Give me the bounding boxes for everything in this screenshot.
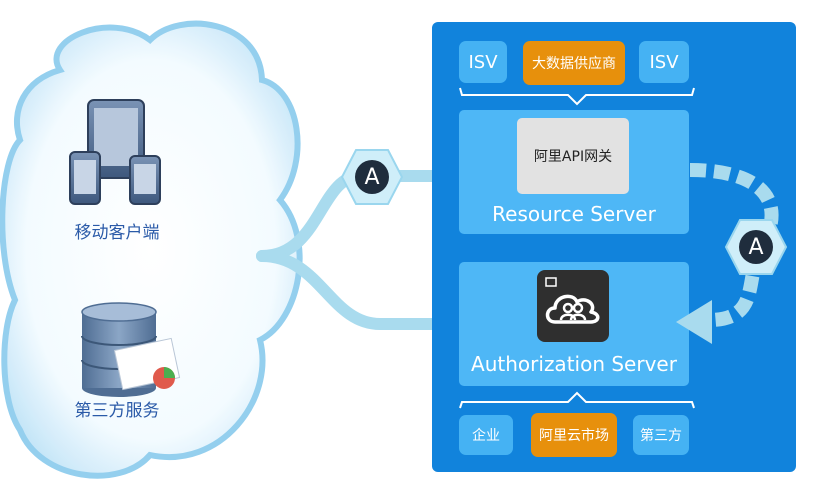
top-chip-isv-right: ISV bbox=[639, 41, 689, 83]
cloud-users-icon bbox=[537, 270, 609, 342]
hexagon-icon bbox=[340, 149, 404, 205]
bottom-chip-aliyun-market: 阿里云市场 bbox=[531, 413, 617, 457]
mobile-devices-icon bbox=[69, 99, 161, 205]
mobile-client-label: 移动客户端 bbox=[74, 223, 160, 243]
third-party-service-label: 第三方服务 bbox=[74, 401, 160, 421]
resource-server-box: 阿里API网关 Resource Server bbox=[459, 110, 689, 234]
top-chip-big-data-supplier: 大数据供应商 bbox=[523, 41, 625, 85]
resource-server-title: Resource Server bbox=[492, 202, 656, 226]
bottom-chip-third-party: 第三方 bbox=[633, 415, 689, 455]
database-icon bbox=[81, 302, 181, 397]
left-badge: A bbox=[340, 148, 404, 206]
authorization-server-box: Authorization Server bbox=[459, 262, 689, 386]
right-badge: A bbox=[724, 218, 788, 276]
cloud-shape bbox=[0, 20, 303, 479]
ali-api-gateway: 阿里API网关 bbox=[517, 118, 629, 194]
badge-letter: A bbox=[748, 234, 764, 260]
authorization-server-title: Authorization Server bbox=[471, 352, 677, 376]
badge-letter: A bbox=[364, 164, 380, 190]
top-chip-isv-left: ISV bbox=[459, 41, 507, 83]
cloud-users-glyph bbox=[545, 277, 600, 324]
hexagon-icon bbox=[724, 219, 788, 275]
bottom-chip-enterprise: 企业 bbox=[459, 415, 513, 455]
